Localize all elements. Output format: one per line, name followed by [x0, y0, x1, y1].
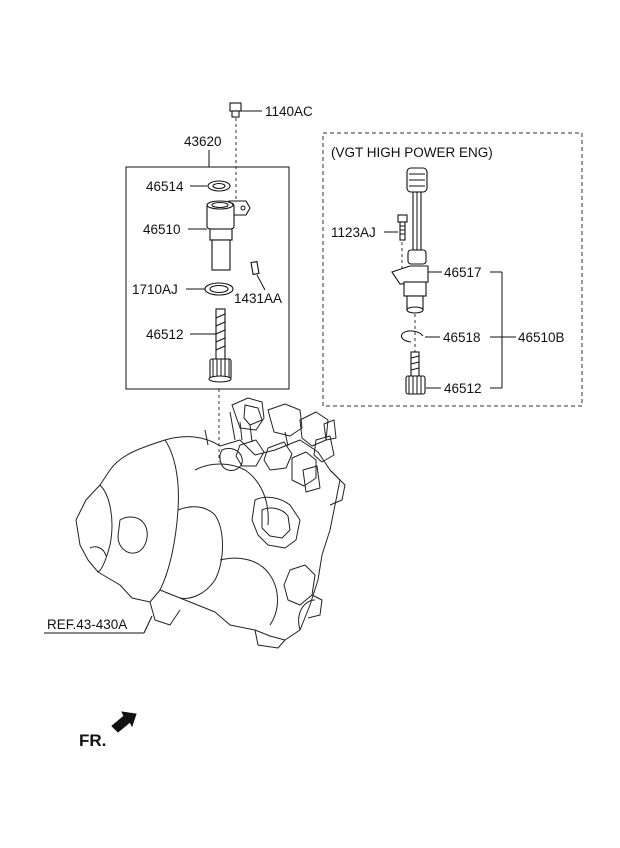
- bolt-1140AC-part: [229, 102, 262, 118]
- ref-callout: REF.43-430A: [44, 615, 153, 634]
- gear-46512-right-part: [405, 314, 426, 395]
- front-arrow-icon: [111, 711, 137, 733]
- vgt-title: (VGT HIGH POWER ENG): [331, 145, 493, 160]
- label-46512-left: 46512: [146, 327, 184, 342]
- label-46517: 46517: [444, 265, 482, 280]
- bracket-46510B: [490, 271, 516, 389]
- vgt-group-box: [322, 132, 583, 407]
- label-1710AJ: 1710AJ: [132, 282, 178, 297]
- seal-46514-part: [207, 180, 231, 192]
- label-46518: 46518: [443, 330, 481, 345]
- sensor-46517-part: [391, 167, 429, 314]
- clip-46518-part: [400, 330, 424, 343]
- label-46510: 46510: [143, 222, 181, 237]
- front-direction-indicator: FR.: [79, 711, 137, 750]
- pin-1431AA-part: [250, 260, 260, 276]
- label-1140AC: 1140AC: [265, 104, 313, 119]
- transmission-housing-illustration: [75, 397, 346, 649]
- label-fr: FR.: [79, 731, 106, 750]
- sleeve-46510-part: [206, 200, 251, 271]
- leader-1431AA: [256, 274, 266, 291]
- label-46512-right: 46512: [444, 381, 482, 396]
- oring-1710AJ-part: [204, 282, 234, 296]
- label-46510B: 46510B: [518, 330, 565, 345]
- gear-46512-left-part: [208, 308, 232, 383]
- label-1431AA: 1431AA: [234, 291, 282, 306]
- bolt-1123AJ-part: [397, 214, 408, 241]
- label-46514: 46514: [146, 179, 184, 194]
- speedometer-kit-box: [125, 166, 290, 390]
- label-43620: 43620: [184, 134, 222, 149]
- label-ref: REF.43-430A: [47, 617, 127, 632]
- label-1123AJ: 1123AJ: [331, 225, 376, 240]
